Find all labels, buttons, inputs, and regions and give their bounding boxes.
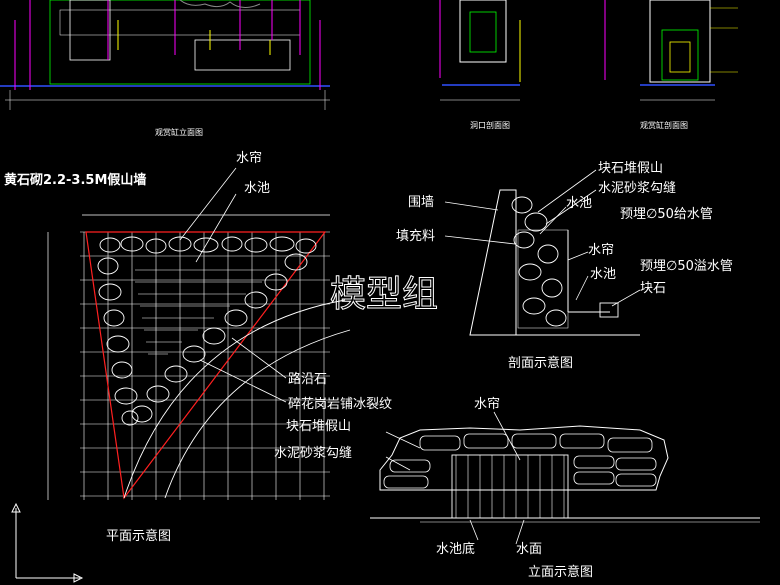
plan-callout-granite-paving: 碎花岗岩铺冰裂纹 (288, 396, 392, 412)
section-callout-water-curtain: 水帘 (588, 242, 614, 258)
plan-callout-water-curtain: 水帘 (236, 150, 262, 166)
plan-view: 黄石砌2.2-3.5M假山墙 水帘 水池 路沿石 碎花岗岩铺冰裂纹 块石堆假山 … (4, 150, 392, 544)
section-callout-overflow-pipe: 预埋∅50溢水管 (640, 259, 733, 274)
top-hole-section-drawing: 洞口剖面图 (439, 0, 521, 130)
elevation-title: 立面示意图 (528, 564, 593, 580)
watermark: 模型组 (330, 274, 438, 315)
top-tank-section-drawing: 观赏缸剖面图 (604, 0, 738, 130)
ucs-axis-icon (11, 502, 84, 583)
elevation-callout-pool-bottom: 水池底 (436, 541, 475, 557)
section-view: 围墙 填充料 块石堆假山 水泥砂浆勾缝 水池 预埋∅50给水管 水帘 水池 预埋… (396, 161, 733, 371)
plan-callout-pool: 水池 (244, 181, 270, 196)
plan-heading: 黄石砌2.2-3.5M假山墙 (4, 172, 146, 188)
section-callout-pool-top: 水池 (566, 196, 592, 211)
section-title: 剖面示意图 (508, 355, 573, 371)
elevation-water-curtain (455, 455, 565, 518)
plan-callout-mortar-joint: 水泥砂浆勾缝 (274, 446, 352, 461)
section-callout-supply-pipe: 预埋∅50给水管 (620, 207, 713, 222)
elevation-callout-water-surface: 水面 (516, 542, 542, 557)
plan-rock-band (97, 236, 317, 426)
hole-section-title: 洞口剖面图 (470, 120, 510, 130)
section-callout-mortar: 水泥砂浆勾缝 (598, 181, 676, 196)
plan-water-hatch (135, 269, 280, 355)
elevation-title: 观赏缸立面图 (155, 127, 203, 137)
section-callout-pool: 水池 (590, 267, 616, 282)
top-elevation-drawing: 观赏缸立面图 (0, 0, 330, 137)
section-callout-fill: 填充料 (396, 228, 435, 244)
tank-section-title: 观赏缸剖面图 (640, 120, 688, 130)
plan-title: 平面示意图 (106, 528, 171, 544)
section-callout-block-stone: 块石 (640, 281, 666, 296)
section-rockery (511, 196, 567, 327)
section-callout-rockery: 块石堆假山 (598, 161, 663, 176)
elevation-callout-water-curtain: 水帘 (474, 396, 500, 412)
elevation-view: 水帘 水池底 水面 立面示意图 (370, 396, 760, 580)
elevation-rocks (383, 433, 657, 489)
plan-callout-curb-stone: 路沿石 (288, 371, 327, 387)
section-callout-wall: 围墙 (408, 195, 434, 210)
plan-callout-rockery: 块石堆假山 (286, 419, 351, 434)
